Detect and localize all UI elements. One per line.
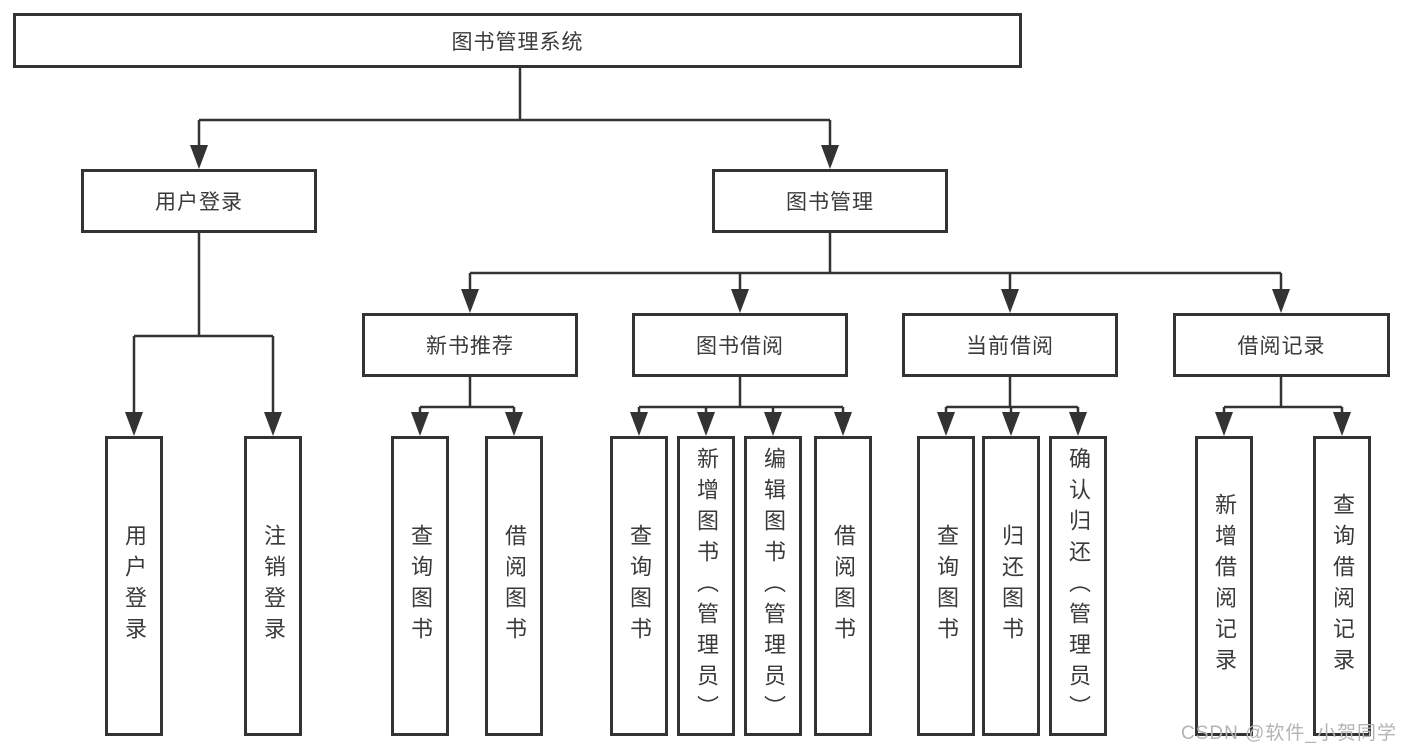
- node-current-borrow-label: 当前借阅: [966, 335, 1054, 358]
- leaf-logout: 注销登录: [244, 436, 302, 736]
- leaf-current-query: 查询图书: [917, 436, 975, 736]
- csdn-watermark: CSDN @软件_小贺同学: [1181, 723, 1397, 744]
- node-user-login: 用户登录: [81, 169, 317, 233]
- leaf-confirm-return-admin: 确认归还（管理员）: [1049, 436, 1107, 736]
- leaf-return-book-label: 归还图书: [999, 524, 1024, 648]
- leaf-borrow-query-label: 查询图书: [627, 524, 652, 648]
- node-book-management: 图书管理: [712, 169, 948, 233]
- node-book-management-label: 图书管理: [786, 191, 874, 214]
- connector-group: [125, 67, 1351, 436]
- node-book-borrow: 图书借阅: [632, 313, 848, 377]
- leaf-newbooks-query: 查询图书: [391, 436, 449, 736]
- node-root: 图书管理系统: [13, 13, 1022, 68]
- leaf-newbooks-borrow-label: 借阅图书: [502, 524, 527, 648]
- leaf-query-borrow-record-label: 查询借阅记录: [1330, 493, 1355, 679]
- leaf-add-borrow-record-label: 新增借阅记录: [1212, 493, 1237, 679]
- node-root-label: 图书管理系统: [451, 30, 584, 54]
- leaf-add-borrow-record: 新增借阅记录: [1195, 436, 1253, 736]
- leaf-return-book: 归还图书: [982, 436, 1040, 736]
- leaf-user-login-label: 用户登录: [122, 524, 147, 648]
- leaf-logout-label: 注销登录: [261, 524, 286, 648]
- node-borrow-records-label: 借阅记录: [1237, 335, 1326, 358]
- leaf-edit-book-admin: 编辑图书（管理员）: [744, 436, 802, 736]
- node-user-login-label: 用户登录: [155, 191, 243, 214]
- leaf-edit-book-admin-label: 编辑图书（管理员）: [761, 446, 786, 726]
- leaf-user-login: 用户登录: [105, 436, 163, 736]
- leaf-borrow-book: 借阅图书: [814, 436, 872, 736]
- leaf-add-book-admin-label: 新增图书（管理员）: [694, 446, 719, 726]
- leaf-add-book-admin: 新增图书（管理员）: [677, 436, 735, 736]
- leaf-query-borrow-record: 查询借阅记录: [1313, 436, 1371, 736]
- node-new-book-recommend-label: 新书推荐: [426, 335, 514, 358]
- leaf-confirm-return-admin-label: 确认归还（管理员）: [1066, 446, 1091, 726]
- node-borrow-records: 借阅记录: [1173, 313, 1390, 377]
- leaf-borrow-book-label: 借阅图书: [831, 524, 856, 648]
- leaf-newbooks-query-label: 查询图书: [408, 524, 433, 648]
- leaf-newbooks-borrow: 借阅图书: [485, 436, 543, 736]
- node-current-borrow: 当前借阅: [902, 313, 1118, 377]
- leaf-borrow-query: 查询图书: [610, 436, 668, 736]
- leaf-current-query-label: 查询图书: [934, 524, 959, 648]
- node-book-borrow-label: 图书借阅: [696, 335, 784, 358]
- node-new-book-recommend: 新书推荐: [362, 313, 578, 377]
